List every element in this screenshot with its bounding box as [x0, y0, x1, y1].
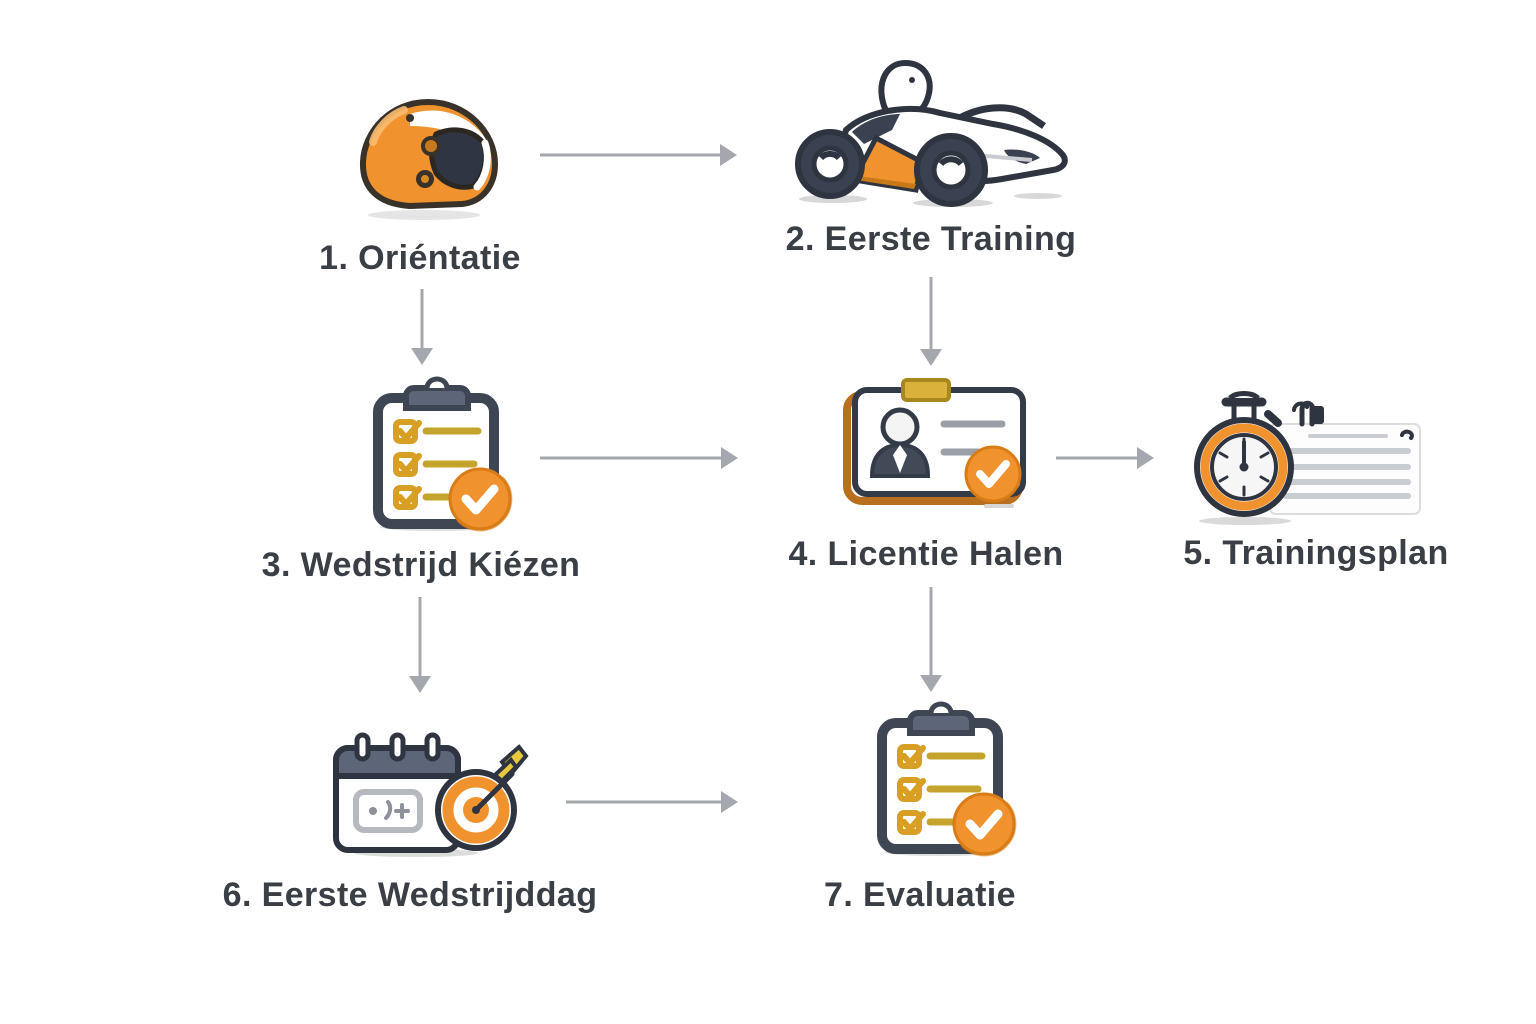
helmet-icon: [352, 96, 504, 222]
stopwatch-schedule-icon: [1190, 391, 1430, 526]
step-7-label: 7. Evaluatie: [824, 876, 1016, 914]
step-5-label: 5. Trainingsplan: [1183, 534, 1449, 572]
step-1-label: 1. Oriéntatie: [319, 239, 521, 277]
arrow-step2-to-step4: [919, 277, 943, 366]
license-card-icon: [840, 378, 1032, 512]
step-2-label: 2. Eerste Training: [785, 220, 1077, 258]
arrow-step6-to-step7: [566, 790, 738, 814]
arrow-step1-to-step2: [540, 143, 737, 167]
step-4-label: 4. Licentie Halen: [788, 535, 1064, 573]
calendar-target-icon: [326, 732, 529, 858]
arrow-step3-to-step4: [540, 446, 738, 470]
checklist-clipboard-icon: [358, 376, 518, 532]
arrow-step4-to-step7: [919, 587, 943, 692]
go-kart-icon: [788, 58, 1078, 208]
checklist-clipboard-icon: [862, 701, 1022, 860]
arrow-step4-to-step5: [1056, 446, 1154, 470]
arrow-step3-to-step6: [408, 597, 432, 693]
step-3-label: 3. Wedstrijd Kiézen: [261, 546, 581, 584]
arrow-step1-to-step3: [410, 289, 434, 365]
step-6-label: 6. Eerste Wedstrijddag: [222, 876, 598, 914]
